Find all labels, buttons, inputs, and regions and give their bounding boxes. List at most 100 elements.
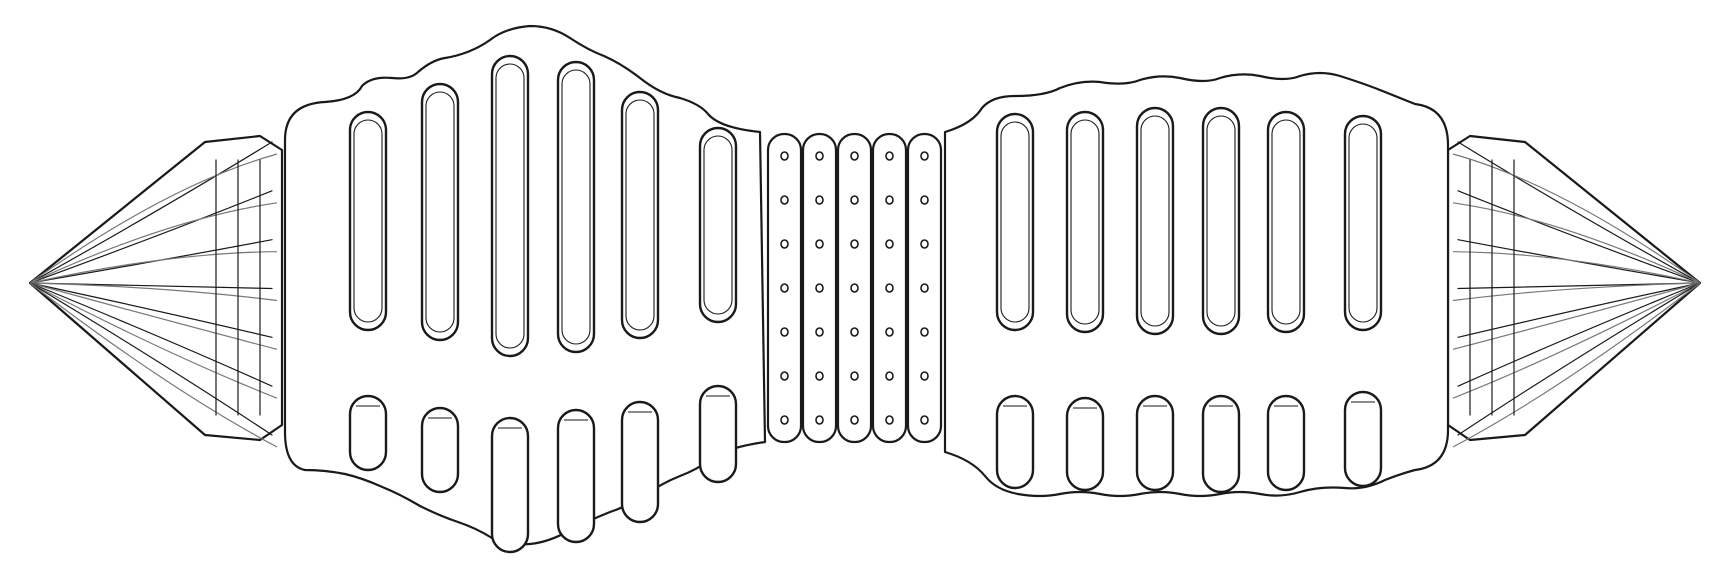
left_cap-rib [29,282,273,436]
right_body-slot-upper [1065,110,1105,334]
right_cap-rib [1457,282,1701,338]
left-cone-cap [28,134,284,448]
left-body [283,24,767,554]
left_cap-rib-edge [29,282,278,448]
left_cap-rib-edge [29,153,278,284]
band-hole [815,195,824,205]
band-hole [815,371,824,381]
right_body-slot-upper-inner [1206,115,1236,327]
band-hole [885,239,894,249]
band-hole [920,415,929,425]
right_cap-rib-edge [1452,153,1701,284]
band-hole [885,151,894,161]
band-hole [780,327,789,337]
band-hole [850,415,859,425]
right_body-slot-lower [1343,390,1383,488]
band-hole [920,195,929,205]
left_body-slot-lower [348,394,388,472]
right_body-slot-upper-inner [1000,121,1030,323]
left_body-slot-upper-inner [561,69,591,345]
right_cap-rib [1457,282,1701,436]
left_cap-rib-edge [29,202,278,284]
left_body-slot-upper-inner [703,135,733,315]
right_body-slot-upper-inner [1140,115,1170,327]
band-hole [920,371,929,381]
left_cap-rib-edge [29,282,278,350]
left_cap-rib [29,141,273,284]
band-hole [850,371,859,381]
center-perforated-band [766,132,943,444]
band-hole [920,327,929,337]
band-hole [780,371,789,381]
band-hole [850,327,859,337]
right-cone-cap [1446,134,1702,448]
left_cap-rib [29,282,273,338]
left_body-slot-upper-inner [425,91,455,333]
band-hole [850,151,859,161]
band-hole [815,151,824,161]
right_cap-rib-edge [1452,282,1701,399]
band-hole [850,239,859,249]
right_body-slot-lower [995,394,1035,490]
right_body-slot-lower [1065,396,1105,492]
right_cap-rib-edge [1452,202,1701,284]
band-hole [780,151,789,161]
right_cap-rib [1457,190,1701,284]
left_cap-rib-edge [29,251,278,284]
right-body [943,71,1450,498]
right_body-slot-upper-inner [1348,123,1378,323]
right_body-slot-lower [1266,394,1306,492]
band-hole [815,283,824,293]
left_body-slot-lower [620,400,660,524]
band-hole [780,415,789,425]
right_cap-rib-edge [1452,282,1701,302]
left_body-slot-lower [556,408,596,544]
band-hole [850,195,859,205]
left_cap-rib-edge [29,282,278,399]
right_body-slot-lower [1135,394,1175,492]
right_body-slot-upper [995,112,1035,332]
left_cap-rib-edge [29,282,278,302]
right_body-slot-upper [1343,114,1383,332]
right_body-slot-lower [1201,394,1241,494]
band-hole [850,283,859,293]
left_body-slot-upper [490,54,530,358]
left_body-slot-upper [420,82,460,342]
band-hole [920,151,929,161]
band-hole [885,195,894,205]
band-hole [780,239,789,249]
band-hole [885,415,894,425]
band-hole [885,327,894,337]
left_cap-rib [29,190,273,284]
left_body-slot-upper-inner [353,119,383,323]
left_body-slot-upper-inner [625,99,655,331]
left_body-slot-lower [420,406,460,494]
band-hole [815,239,824,249]
left_body-slot-upper [348,110,388,332]
right_body-slot-upper [1201,106,1241,336]
right_cap-rib [1457,141,1701,284]
left_body-slot-upper [620,90,660,340]
band-hole [780,283,789,293]
right_cap-rib-edge [1452,251,1701,284]
left_body-slot-upper [556,60,596,354]
left_cap-rib [29,282,273,387]
right_body-slot-upper-inner [1070,119,1100,325]
right_body-slot-upper [1266,110,1306,334]
right_body-slot-upper [1135,106,1175,336]
band-hole [815,415,824,425]
right_body-slot-upper-inner [1271,119,1301,325]
band-hole [780,195,789,205]
right_cap-rib-edge [1452,282,1701,448]
left_body-slot-upper-inner [495,63,525,349]
left_body-slot-lower [490,416,530,554]
right_cap-rib-edge [1452,282,1701,350]
band-hole [885,283,894,293]
band-hole [920,283,929,293]
band-hole [815,327,824,337]
left_body-slot-upper [698,126,738,324]
band-hole [885,371,894,381]
band-hole [920,239,929,249]
left_body-slot-lower [698,384,738,484]
